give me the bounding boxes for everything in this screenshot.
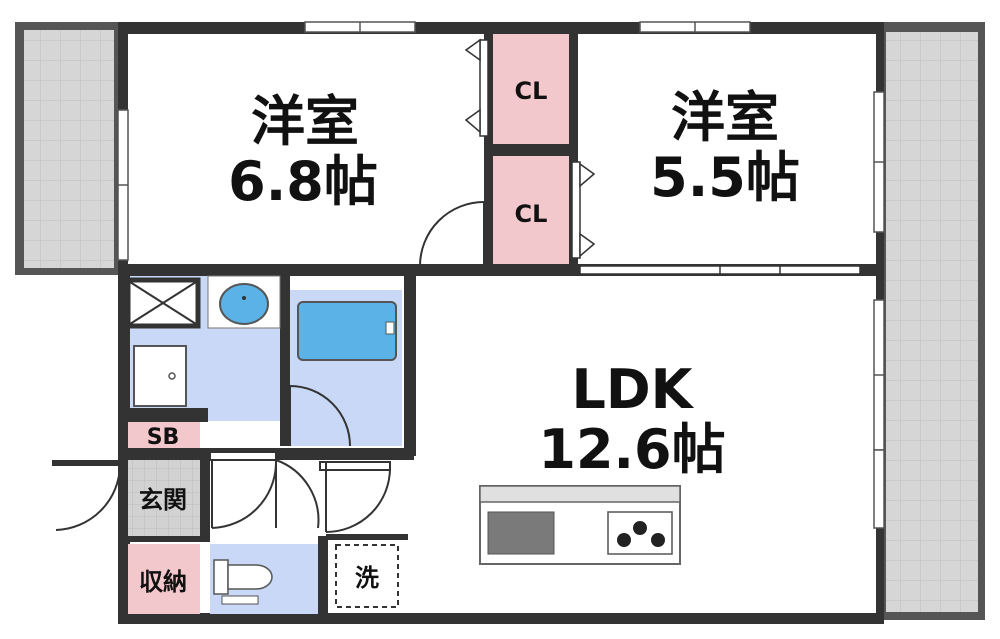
closet-2 — [493, 156, 569, 266]
windows — [117, 21, 885, 529]
entrance-label: 玄関 — [139, 486, 187, 514]
room-1-size: 6.8帖 — [228, 150, 378, 213]
ldk-name: LDK — [571, 358, 694, 421]
room-1-name: 洋室 — [251, 90, 359, 153]
entrance — [128, 460, 200, 536]
closet-doors — [464, 38, 596, 259]
sink — [219, 283, 269, 325]
western-room-2 — [578, 34, 876, 266]
bathroom-door — [289, 385, 351, 447]
toilet — [213, 559, 273, 605]
storage-label: 収納 — [139, 568, 187, 596]
sliding-door — [579, 265, 861, 275]
closet-1-label: CL — [515, 77, 548, 105]
storage — [128, 544, 200, 614]
bathtub — [297, 301, 397, 361]
closet-2-label: CL — [515, 200, 548, 228]
shoe-box-label: SB — [147, 425, 180, 450]
pipe-shaft — [125, 277, 201, 329]
laundry-space — [335, 544, 399, 608]
western-room-1 — [128, 34, 488, 266]
hall-doors — [209, 451, 391, 533]
kitchen-counter — [479, 485, 681, 565]
laundry-label: 洗 — [355, 564, 379, 592]
kitchen-sink — [487, 511, 555, 555]
room-2-name: 洋室 — [671, 86, 779, 149]
balcony-right — [880, 22, 985, 620]
balcony-left — [15, 22, 120, 275]
washer-pan — [133, 345, 187, 407]
ldk-size: 12.6帖 — [538, 418, 725, 481]
shoe-box — [128, 422, 200, 448]
closet-1 — [493, 34, 569, 144]
room-2-size: 5.5帖 — [650, 146, 800, 209]
front-door — [52, 460, 121, 531]
bedroom-1-door — [419, 201, 485, 267]
